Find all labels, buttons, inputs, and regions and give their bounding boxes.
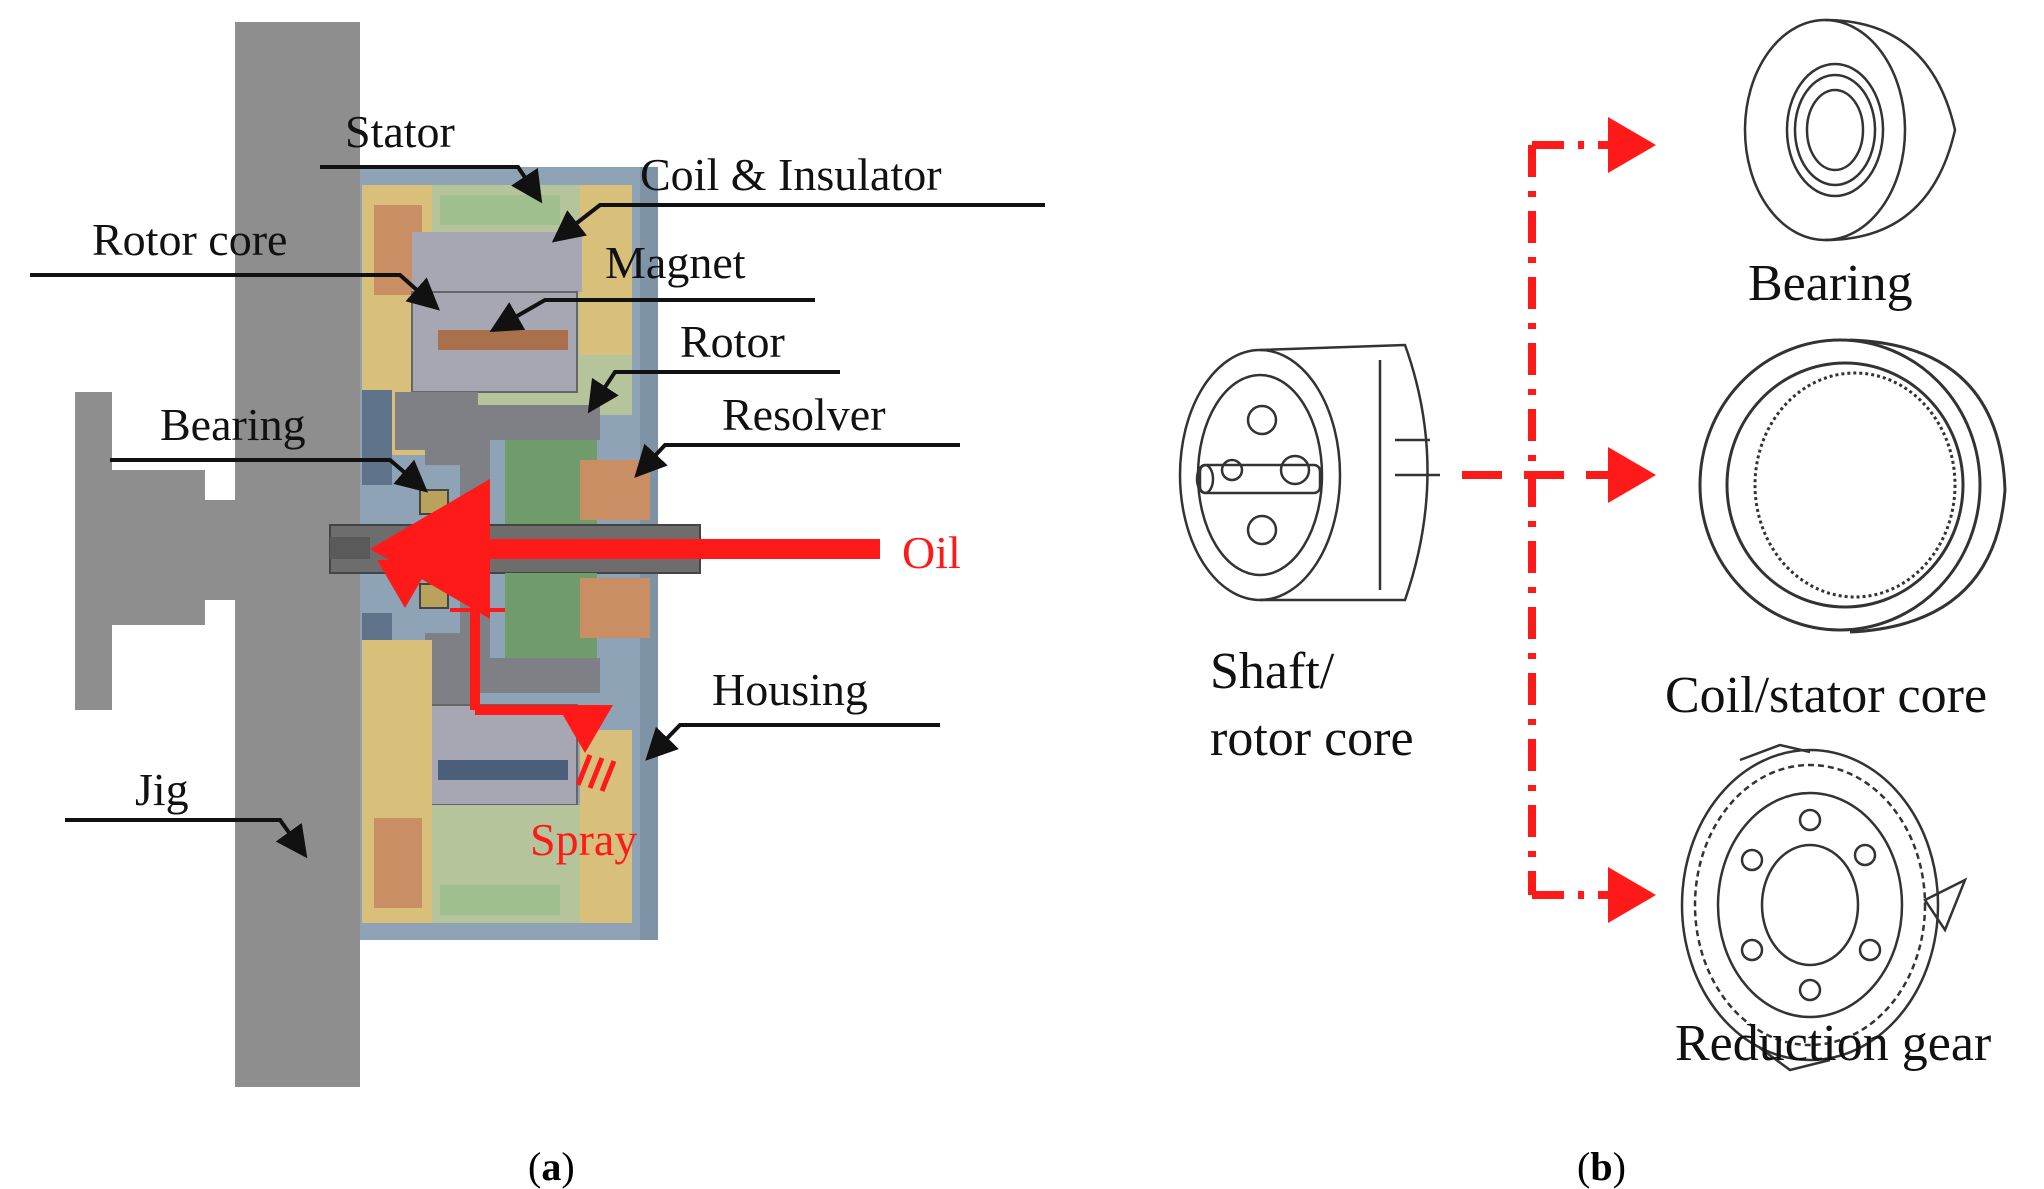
label-resolver: Resolver bbox=[722, 389, 886, 440]
label-shaft-line2: rotor core bbox=[1210, 710, 1414, 767]
label-rotor: Rotor bbox=[680, 316, 785, 367]
caption-b-close: ) bbox=[1613, 1144, 1626, 1189]
caption-a-letter: a bbox=[541, 1144, 561, 1189]
rotor-hub-upper bbox=[395, 392, 600, 525]
label-coil-insulator: Coil & Insulator bbox=[640, 149, 942, 200]
caption-b: (b) bbox=[1577, 1144, 1626, 1189]
spray-line-3 bbox=[599, 760, 617, 792]
oil-flow-path bbox=[370, 479, 880, 792]
label-coil-stator-core: Coil/stator core bbox=[1665, 667, 1987, 724]
bearing-drawing bbox=[1743, 18, 1957, 242]
label-bearing-a: Bearing bbox=[160, 399, 306, 450]
label-spray: Spray bbox=[530, 814, 637, 865]
label-jig: Jig bbox=[135, 764, 189, 815]
label-housing: Housing bbox=[712, 664, 868, 715]
label-bearing-b: Bearing bbox=[1748, 255, 1913, 312]
stator-teeth-upper bbox=[440, 195, 560, 225]
spray-line-1 bbox=[575, 754, 593, 786]
leader-magnet bbox=[489, 298, 815, 332]
caption-a-open: ( bbox=[528, 1144, 541, 1189]
coil-stator-drawing bbox=[1698, 338, 2007, 634]
caption-b-open: ( bbox=[1577, 1144, 1590, 1189]
rotor-hub-lower bbox=[395, 573, 600, 705]
leader-housing bbox=[645, 723, 940, 761]
label-shaft-line1: Shaft/ bbox=[1210, 643, 1335, 700]
magnet-upper bbox=[438, 330, 568, 350]
housing-inner-upper bbox=[362, 390, 392, 485]
coil-lower-left bbox=[374, 818, 422, 908]
panel-b-disassembly: Shaft/ rotor core Bearing Coil/stator co… bbox=[1178, 18, 2007, 1189]
resolver-ring-lower bbox=[580, 578, 650, 638]
label-stator: Stator bbox=[345, 106, 455, 157]
leader-coil bbox=[551, 203, 1045, 243]
magnet-lower bbox=[438, 760, 568, 780]
bearing-upper bbox=[419, 489, 449, 515]
caption-a: (a) bbox=[528, 1144, 575, 1189]
leader-rotor bbox=[587, 370, 840, 414]
shaft-tip bbox=[330, 537, 370, 559]
leader-resolver bbox=[634, 443, 960, 478]
panel-a-cross-section: Stator Coil & Insulator Rotor core Magne… bbox=[30, 22, 1045, 1189]
leader-lines bbox=[30, 165, 1045, 859]
reduction-gear-drawing bbox=[1680, 743, 1968, 1072]
stator-teeth-lower bbox=[440, 885, 560, 915]
caption-b-letter: b bbox=[1590, 1144, 1612, 1189]
label-reduction-gear: Reduction gear bbox=[1675, 1015, 1991, 1072]
caption-a-close: ) bbox=[561, 1144, 574, 1189]
label-rotor-core: Rotor core bbox=[92, 214, 287, 265]
resolver-ring-upper bbox=[580, 460, 650, 520]
rotor-lower bbox=[411, 704, 578, 806]
leader-jig bbox=[65, 818, 308, 859]
bearing-lower bbox=[419, 583, 449, 609]
label-oil: Oil bbox=[902, 527, 961, 578]
jig-arm bbox=[75, 392, 235, 710]
disassembly-arrows bbox=[1462, 117, 1656, 923]
shaft-rotor-core-drawing bbox=[1178, 343, 1440, 602]
leader-stator bbox=[320, 165, 543, 204]
leader-rotor-core bbox=[30, 273, 440, 311]
label-magnet: Magnet bbox=[605, 237, 746, 288]
leader-bearing bbox=[110, 458, 429, 493]
spray-line-2 bbox=[587, 757, 605, 789]
